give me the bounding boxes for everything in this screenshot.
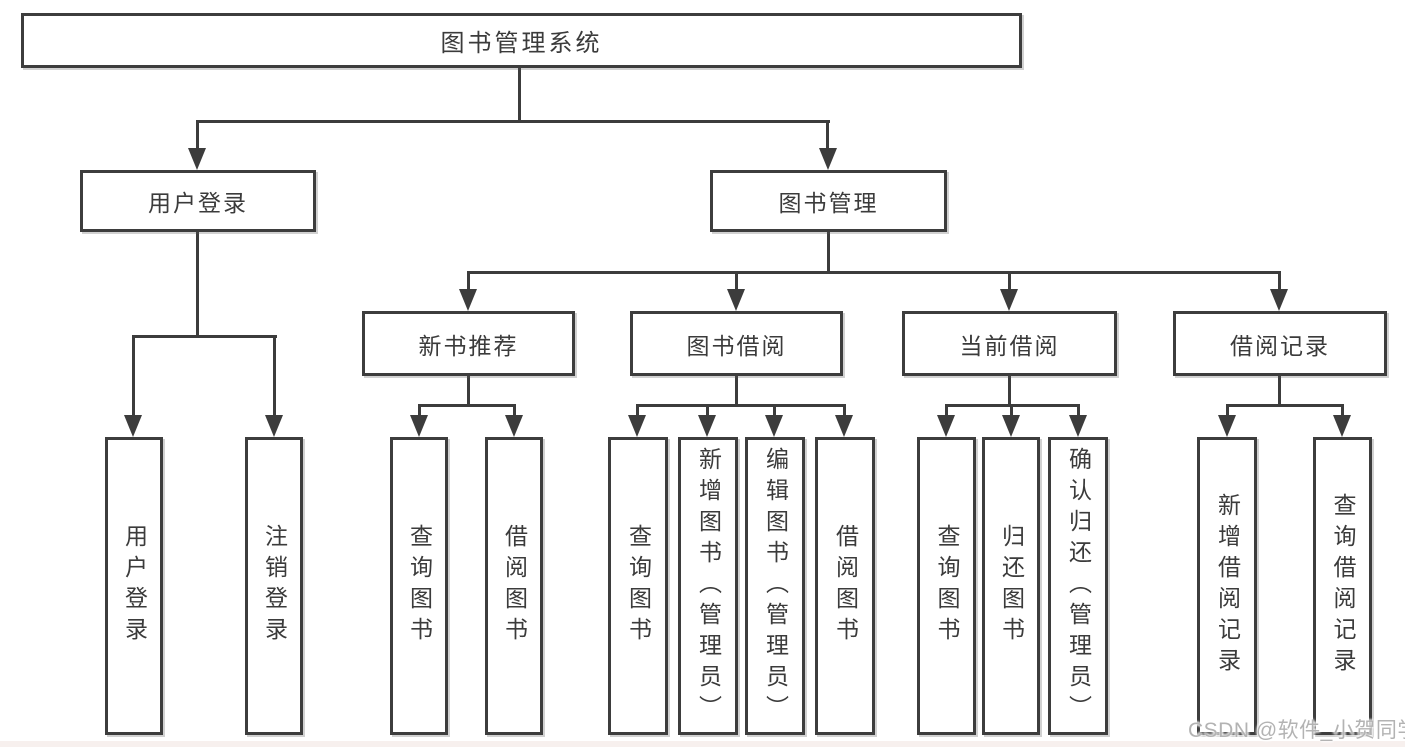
arrowhead-down-icon <box>819 148 837 170</box>
arrowhead-down-icon <box>188 148 206 170</box>
arrowhead-down-icon <box>628 415 646 437</box>
connector-line <box>132 335 135 417</box>
leaf-query-books-borrowing: 查询图书 <box>608 437 668 735</box>
arrowhead-down-icon <box>698 415 716 437</box>
arrowhead-down-icon <box>505 415 523 437</box>
connector-line <box>735 376 738 407</box>
leaf-add-borrow-record: 新增借阅记录 <box>1197 437 1257 735</box>
connector-line <box>132 335 277 338</box>
connector-line <box>773 404 776 418</box>
connector-line <box>843 404 846 418</box>
connector-line <box>467 376 470 407</box>
connector-line <box>1226 404 1229 418</box>
arrowhead-down-icon <box>1270 289 1288 311</box>
arrowhead-down-icon <box>265 415 283 437</box>
connector-line <box>418 404 421 418</box>
connector-line <box>418 404 516 407</box>
arrowhead-down-icon <box>937 415 955 437</box>
leaf-borrow-books-borrowing: 借阅图书 <box>815 437 875 735</box>
node-book-borrowing: 图书借阅 <box>630 311 843 376</box>
leaf-query-borrow-record: 查询借阅记录 <box>1313 437 1372 735</box>
connector-line <box>636 404 639 418</box>
connector-line <box>518 68 521 123</box>
leaf-edit-book-admin: 编辑图书（管理员） <box>745 437 805 735</box>
node-borrowing-records: 借阅记录 <box>1173 311 1387 376</box>
arrowhead-down-icon <box>410 415 428 437</box>
arrowhead-down-icon <box>124 415 142 437</box>
connector-line <box>1226 404 1344 407</box>
connector-line <box>467 271 1281 274</box>
bottom-tint-strip <box>0 741 1405 747</box>
arrowhead-down-icon <box>1218 415 1236 437</box>
connector-line <box>636 404 846 407</box>
connector-line <box>513 404 516 418</box>
leaf-borrow-books-recommend: 借阅图书 <box>485 437 543 735</box>
connector-line <box>827 232 830 274</box>
connector-line <box>826 120 829 152</box>
connector-line <box>273 335 276 417</box>
arrowhead-down-icon <box>1000 289 1018 311</box>
connector-line <box>1010 404 1013 418</box>
node-new-book-recommend: 新书推荐 <box>362 311 575 376</box>
arrowhead-down-icon <box>1069 415 1087 437</box>
connector-line <box>706 404 709 418</box>
csdn-watermark: CSDN @软件_小贺同学 <box>1188 719 1405 742</box>
node-library-system: 图书管理系统 <box>21 13 1022 68</box>
node-book-management: 图书管理 <box>710 170 947 232</box>
arrowhead-down-icon <box>765 415 783 437</box>
connector-line <box>1278 376 1281 407</box>
connector-line <box>1077 404 1080 418</box>
connector-line <box>1008 376 1011 407</box>
connector-line <box>467 271 470 291</box>
leaf-query-books-recommend: 查询图书 <box>390 437 448 735</box>
connector-line <box>1008 271 1011 291</box>
leaf-confirm-return-admin: 确认归还（管理员） <box>1048 437 1108 735</box>
arrowhead-down-icon <box>727 289 745 311</box>
leaf-add-book-admin: 新增图书（管理员） <box>678 437 738 735</box>
leaf-query-books-current: 查询图书 <box>917 437 976 735</box>
arrowhead-down-icon <box>1002 415 1020 437</box>
node-user-login: 用户登录 <box>80 170 316 232</box>
arrowhead-down-icon <box>459 289 477 311</box>
connector-line <box>1278 271 1281 291</box>
connector-line <box>196 120 830 123</box>
leaf-user-login: 用户登录 <box>105 437 163 735</box>
arrowhead-down-icon <box>1333 415 1351 437</box>
connector-line <box>735 271 738 291</box>
node-current-borrowing: 当前借阅 <box>902 311 1117 376</box>
connector-line <box>196 232 199 338</box>
connector-line <box>945 404 948 418</box>
leaf-return-book: 归还图书 <box>982 437 1040 735</box>
arrowhead-down-icon <box>835 415 853 437</box>
connector-line <box>1341 404 1344 418</box>
leaf-logout: 注销登录 <box>245 437 303 735</box>
connector-line <box>196 120 199 152</box>
